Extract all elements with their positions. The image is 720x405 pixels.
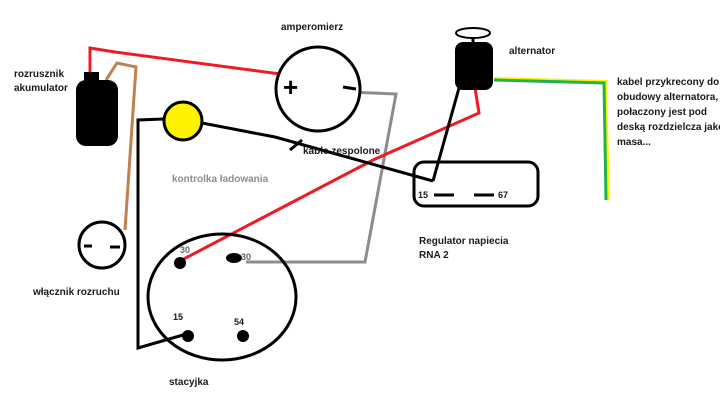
- note-line: kabel przykrecony do: [617, 77, 719, 88]
- label-rna2: RNA 2: [419, 250, 449, 261]
- ignition-terminal-15: 15: [173, 312, 183, 322]
- black-wire-lamp-regulator: [201, 121, 434, 183]
- alternator: [455, 27, 493, 90]
- gray-wire-ammeter-ignition: [246, 90, 398, 264]
- ignition-terminal-54: 54: [234, 317, 244, 327]
- red-wire-battery-ammeter: [88, 46, 281, 78]
- ground-note: kabel przykrecony do obudowy alternatora…: [617, 77, 720, 148]
- ignition-terminal-30-left: 30: [180, 245, 190, 255]
- label-stacyjka: stacyjka: [169, 377, 209, 388]
- brown-wire-battery-switch: [104, 61, 138, 231]
- ground-wire-yellow: [493, 77, 610, 201]
- label-regulator: Regulator napiecia: [419, 236, 509, 247]
- ignition-terminal-30-right: 30: [241, 252, 251, 262]
- label-wlacznik: włącznik rozruchu: [32, 287, 120, 298]
- note-line: masa...: [617, 137, 651, 148]
- label-akumulator: akumulator: [14, 83, 68, 94]
- starter-switch: [77, 220, 127, 270]
- ground-wire-green: [493, 78, 608, 201]
- note-line: połaczony jest pod: [617, 107, 707, 118]
- note-line: obudowy alternatora,: [617, 92, 718, 103]
- label-kable-zespolone: kable zespolone: [303, 146, 381, 157]
- black-wire-alternator-regulator: [431, 87, 461, 182]
- kable-zespolone-pointer: [289, 138, 303, 152]
- ignition-switch: [146, 232, 298, 362]
- ammeter-plus: +: [283, 72, 298, 102]
- ammeter-minus-icon: [342, 85, 357, 91]
- charge-lamp: [162, 100, 204, 142]
- label-alternator: alternator: [509, 46, 555, 57]
- black-wire-lamp-ignition: [136, 117, 191, 350]
- red-wire-alternator-ignition: [177, 87, 481, 264]
- label-amperomierz: amperomierz: [281, 22, 343, 33]
- note-line: deską rozdzielcza jako: [617, 122, 720, 133]
- label-kontrolka: kontrolka ładowania: [172, 174, 269, 185]
- ammeter: +: [274, 45, 362, 133]
- label-rozrusznik: rozrusznik: [14, 69, 64, 80]
- battery-starter: [76, 72, 118, 146]
- regulator-terminal-15: 15: [418, 190, 428, 200]
- voltage-regulator: [412, 160, 540, 208]
- regulator-terminal-67: 67: [498, 190, 508, 200]
